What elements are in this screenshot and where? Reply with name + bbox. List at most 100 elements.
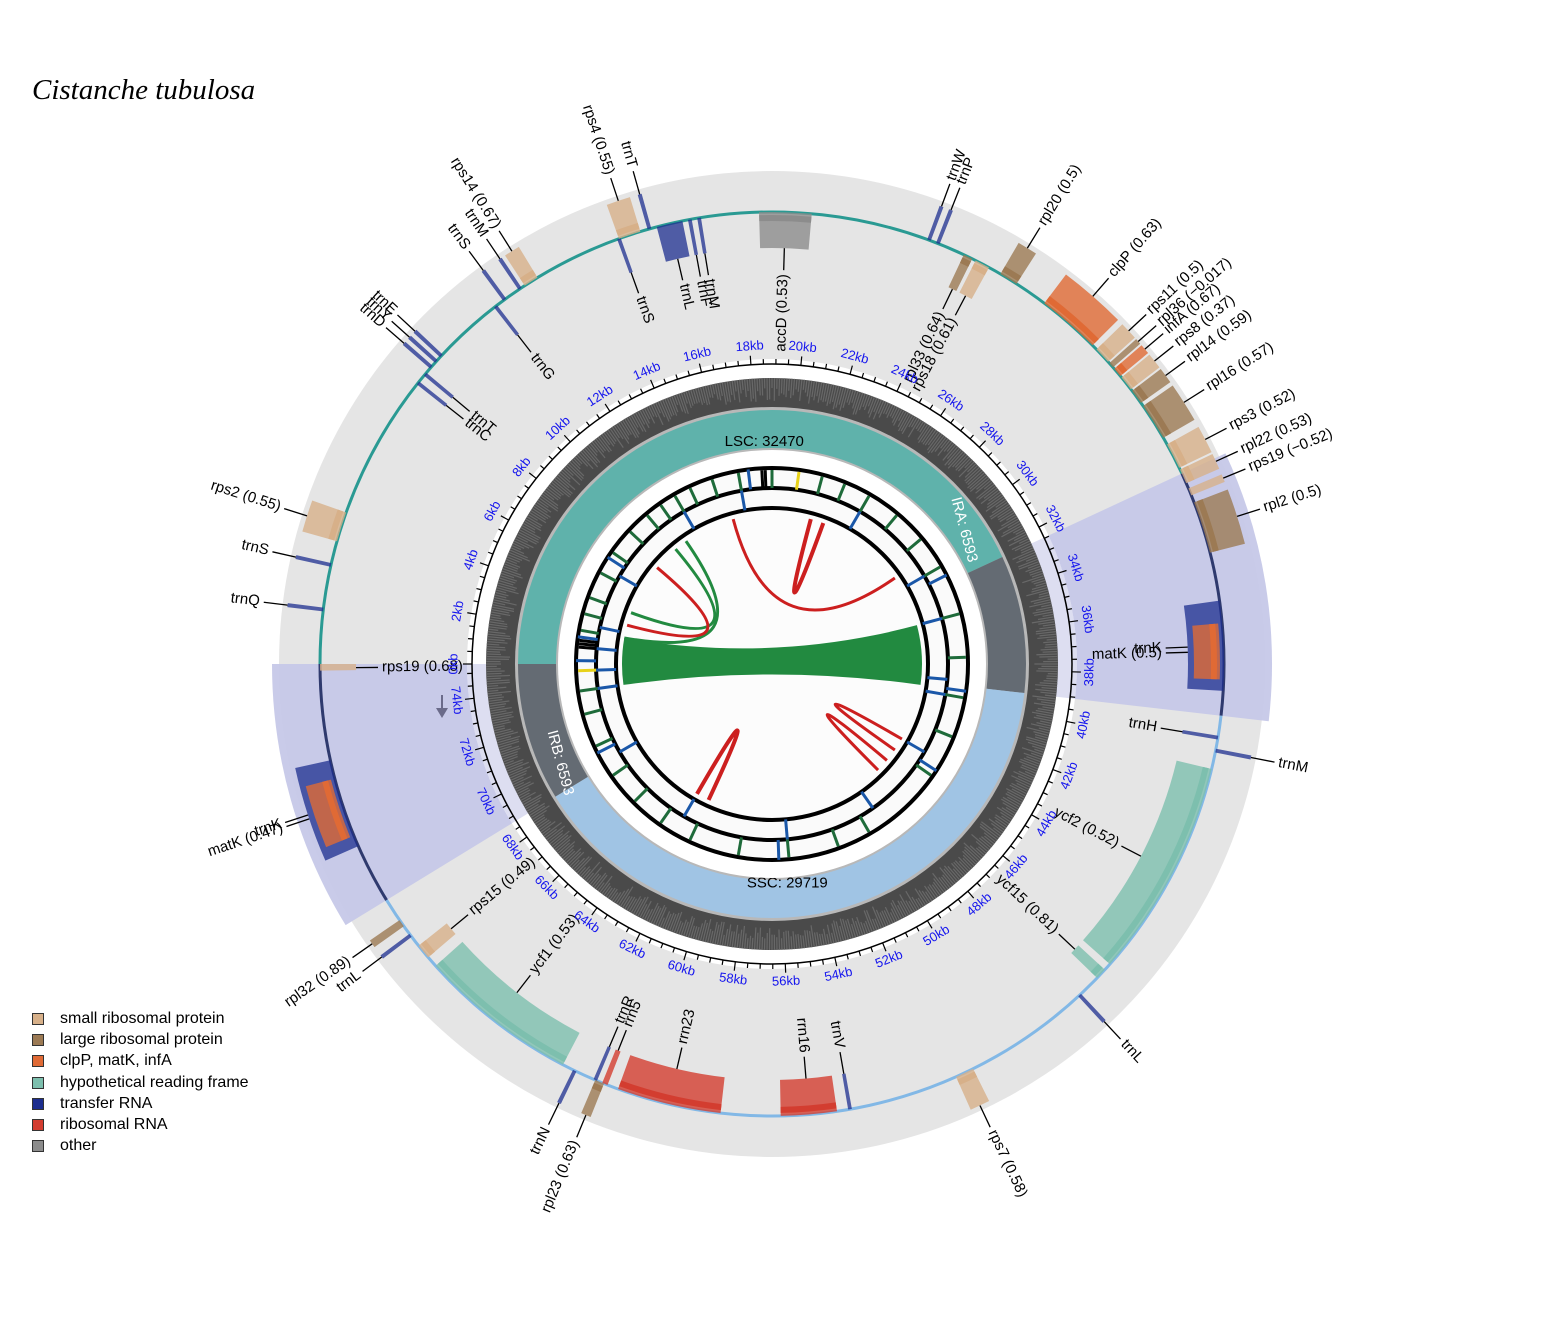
- tick-mark: [825, 363, 828, 369]
- gene-label-leader-37: [1165, 651, 1188, 654]
- red-link-6: [695, 728, 740, 801]
- backbone-irb: [318, 663, 388, 901]
- gene-label-leader-8: [397, 314, 416, 332]
- repeat-tick-outer-14: [816, 476, 824, 495]
- red-link-2: [731, 518, 896, 612]
- gene-block-27: [1109, 339, 1141, 368]
- legend-swatch: [32, 1012, 44, 1025]
- gene-label-leader-19: [783, 248, 786, 271]
- repeat-tick-mid-16: [596, 667, 617, 672]
- tick-mark: [967, 890, 975, 899]
- gene-label-leader-26: [1128, 314, 1147, 332]
- gene-label: rps19 (0.68): [382, 658, 463, 676]
- gene-strand-29: [1123, 371, 1139, 388]
- tick-mark: [510, 506, 516, 510]
- legend-swatch: [32, 1055, 44, 1068]
- tick-mark: [1010, 845, 1015, 850]
- repeat-tick-outer-23: [934, 728, 953, 739]
- gene-block-21: [936, 209, 953, 245]
- gene-strand-26: [1098, 343, 1115, 360]
- repeat-tick-outer-blue-4: [746, 469, 753, 490]
- tick-mark: [1060, 745, 1066, 748]
- gene-label-leader-47: [617, 1029, 627, 1051]
- tick-mark: [1066, 720, 1076, 724]
- tick-mark: [896, 382, 902, 392]
- legend-label: large ribosomal protein: [60, 1030, 223, 1048]
- repeat-tick-outer-28: [736, 837, 743, 856]
- tick-label: 58kb: [718, 969, 748, 987]
- gene-strand-14: [615, 222, 640, 236]
- tick-mark: [1070, 696, 1076, 698]
- gene-label-leader-18: [704, 253, 710, 276]
- gene-label: trnV: [827, 1019, 848, 1049]
- tick-mark: [1052, 768, 1062, 774]
- tick-mark: [858, 950, 862, 957]
- tick-mark: [614, 921, 619, 927]
- gene-block-44: [842, 1073, 852, 1110]
- gene-strand-56: [322, 780, 348, 841]
- tick-label: 56kb: [772, 973, 801, 989]
- gene-label: trnS: [240, 536, 271, 559]
- tick-label: 74kb: [448, 685, 466, 715]
- gene-label-leader-11: [486, 238, 501, 260]
- gene-block-10: [481, 269, 507, 301]
- repeat-tick-outer-40: [760, 470, 765, 489]
- tick-mark: [492, 539, 498, 544]
- gene-block-4: [416, 381, 448, 407]
- tick-mark: [564, 883, 569, 889]
- gene-label-leader-45: [803, 1056, 807, 1079]
- tick-mark: [467, 612, 477, 615]
- tick-label: 40kb: [1073, 709, 1093, 740]
- gene-label-leader-27: [1137, 325, 1157, 342]
- tick-mark: [486, 770, 492, 774]
- repeat-tick-outer-1: [584, 612, 603, 620]
- gene-strand-32: [1169, 439, 1188, 467]
- repeat-tick-outer-20: [941, 612, 960, 620]
- gene-label: matK (0.5): [1092, 644, 1162, 663]
- gene-label-leader-25: [1092, 277, 1110, 297]
- repeat-tick-outer-39: [579, 638, 598, 645]
- gene-label-leader-23: [954, 295, 967, 316]
- repeat-tick-outer-35: [579, 687, 598, 693]
- tick-mark: [846, 954, 849, 960]
- legend-label: clpP, matK, infA: [60, 1052, 172, 1070]
- tick-mark: [552, 874, 560, 883]
- tick-mark: [724, 362, 727, 368]
- tick-mark: [660, 943, 664, 949]
- repeat-links-layer: [622, 518, 922, 801]
- gene-label-leader-33: [1215, 450, 1239, 462]
- tick-mark: [904, 932, 909, 938]
- legend-item: small ribosomal protein: [32, 1008, 249, 1029]
- tick-mark: [1024, 824, 1030, 829]
- green-link-2: [624, 540, 720, 644]
- tick-mark: [576, 429, 581, 435]
- legend-swatch: [32, 1076, 44, 1089]
- gene-label-leader-44: [839, 1051, 845, 1074]
- gene-label: rpl20 (0.5): [1034, 161, 1084, 228]
- repeat-tick-outer-19: [923, 565, 941, 578]
- gene-block-15: [637, 193, 652, 230]
- repeat-tick-mid-5: [848, 510, 862, 530]
- gene-label: trnM: [701, 278, 723, 310]
- gene-strand-37: [1209, 623, 1217, 680]
- tick-mark: [1019, 491, 1025, 496]
- tick-mark: [1053, 559, 1059, 562]
- gene-label: matK (0.47): [205, 819, 285, 860]
- tick-mark: [540, 465, 545, 470]
- region-label-ssc: SSC: 29719: [747, 874, 828, 891]
- tick-mark: [1012, 478, 1021, 486]
- legend-swatch: [32, 1033, 44, 1046]
- repeat-tick-outer-blue-8: [946, 687, 967, 693]
- repeat-tick-outer-blue-12: [776, 839, 781, 860]
- tick-mark: [1042, 792, 1048, 796]
- red-link-3: [792, 518, 826, 595]
- tick-label: 18kb: [735, 337, 764, 354]
- tick-mark: [749, 355, 752, 365]
- gene-label-leader-55: [284, 814, 309, 824]
- tick-mark: [625, 927, 630, 933]
- gene-label-leader-29: [1154, 345, 1174, 362]
- gene-block-35: [1194, 489, 1245, 553]
- tick-mark: [812, 361, 815, 367]
- region-arc-lsc: [518, 409, 1003, 664]
